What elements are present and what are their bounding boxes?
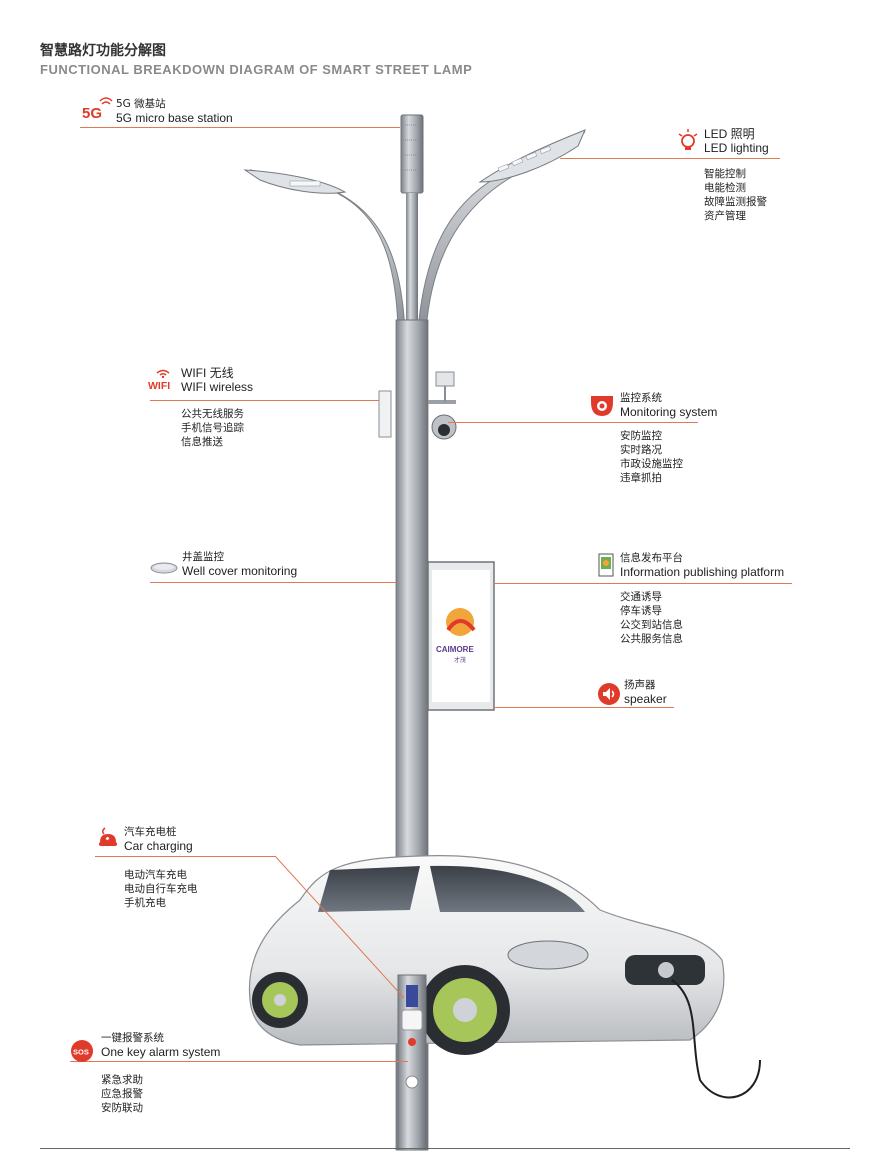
- led-detail-item: 电能检测: [704, 182, 746, 194]
- wifi-detail-item: 公共无线服务: [181, 408, 244, 420]
- led-label-en: LED lighting: [704, 141, 769, 155]
- info-platform-detail-item: 停车诱导: [620, 605, 662, 617]
- info-platform-detail-item: 公共服务信息: [620, 633, 683, 645]
- monitoring-label-en: Monitoring system: [620, 405, 718, 419]
- connector-car-charging: [95, 856, 275, 857]
- wifi-detail-item: 信息推送: [181, 436, 223, 448]
- car-charging-label-en: Car charging: [124, 839, 193, 853]
- alarm-label-cn: 一键报警系统: [101, 1032, 164, 1044]
- charging-icon: [97, 826, 119, 850]
- 5g-label-en: 5G micro base station: [116, 111, 233, 125]
- 5g-label: 5G 微基站 5G micro base station: [116, 97, 233, 125]
- lightbulb-icon: [677, 128, 699, 152]
- info-platform-label: 信息发布平台 Information publishing platform: [620, 551, 784, 579]
- billboard-brand-cn: 才茂: [454, 656, 466, 664]
- led-detail-item: 资产管理: [704, 210, 746, 222]
- billboard-brand: CAIMORE: [436, 645, 474, 654]
- wifi-icon: WIFI: [148, 366, 178, 392]
- connector-monitoring: [448, 422, 698, 423]
- info-platform-detail-item: 公交到站信息: [620, 619, 683, 631]
- wifi-details: 公共无线服务 手机信号追踪 信息推送: [181, 407, 244, 449]
- connector-alarm: [70, 1061, 408, 1062]
- well-cover-label-en: Well cover monitoring: [182, 564, 298, 578]
- led-label-cn: LED 照明: [704, 127, 755, 141]
- charging-post: [397, 974, 427, 1151]
- monitoring-detail-item: 违章抓拍: [620, 472, 662, 484]
- alarm-label: 一键报警系统 One key alarm system: [101, 1031, 220, 1059]
- led-detail-item: 智能控制: [704, 168, 746, 180]
- car-charging-detail-item: 电动汽车充电: [124, 869, 187, 881]
- billboard: CAIMORE 才茂: [427, 561, 495, 711]
- 5g-icon: 5G: [80, 96, 114, 122]
- lamp-arms: [243, 129, 586, 331]
- info-platform-detail-item: 交通诱导: [620, 591, 662, 603]
- 5g-antenna: [400, 114, 424, 333]
- speaker-label: 扬声器 speaker: [624, 678, 667, 706]
- monitoring-detail-item: 实时路况: [620, 444, 662, 456]
- alarm-detail-item: 安防联动: [101, 1102, 143, 1114]
- alarm-label-en: One key alarm system: [101, 1045, 221, 1059]
- led-details: 智能控制 电能检测 故障监测报警 资产管理: [704, 167, 767, 223]
- well-cover-label-cn: 井盖监控: [182, 551, 224, 563]
- well-cover-label: 井盖监控 Well cover monitoring: [182, 550, 297, 578]
- connector-speaker: [494, 707, 674, 708]
- speaker-label-cn: 扬声器: [624, 679, 656, 691]
- monitoring-detail-item: 市政设施监控: [620, 458, 683, 470]
- car-charging-detail-item: 电动自行车充电: [124, 883, 198, 895]
- car-charging-label-cn: 汽车充电桩: [124, 826, 177, 838]
- connector-5g: [80, 127, 400, 128]
- sos-icon: SOS: [70, 1039, 94, 1063]
- svg-text:WIFI: WIFI: [148, 380, 170, 392]
- wifi-label-en: WIFI wireless: [181, 380, 253, 394]
- car-charging-label: 汽车充电桩 Car charging: [124, 825, 193, 853]
- monitoring-camera: [428, 371, 457, 440]
- svg-text:SOS: SOS: [73, 1048, 89, 1057]
- monitoring-label: 监控系统 Monitoring system: [620, 391, 717, 419]
- info-platform-details: 交通诱导 停车诱导 公交到站信息 公共服务信息: [620, 590, 683, 646]
- bottom-divider: [40, 1148, 850, 1149]
- car-charging-detail-item: 手机充电: [124, 897, 166, 909]
- connector-led: [560, 158, 780, 159]
- speaker-label-en: speaker: [624, 692, 667, 706]
- page-title: 智慧路灯功能分解图: [40, 43, 166, 59]
- car-charging-details: 电动汽车充电 电动自行车充电 手机充电: [124, 868, 198, 910]
- 5g-label-cn: 5G 微基站: [116, 98, 166, 110]
- alarm-detail-item: 应急报警: [101, 1088, 143, 1100]
- alarm-details: 紧急求助 应急报警 安防联动: [101, 1073, 143, 1115]
- led-detail-item: 故障监测报警: [704, 196, 767, 208]
- monitoring-label-cn: 监控系统: [620, 392, 662, 404]
- wifi-device: [378, 390, 392, 438]
- info-platform-label-cn: 信息发布平台: [620, 552, 683, 564]
- wifi-label: WIFI 无线 WIFI wireless: [181, 366, 253, 394]
- wifi-detail-item: 手机信号追踪: [181, 422, 244, 434]
- svg-text:5G: 5G: [82, 105, 102, 122]
- info-platform-label-en: Information publishing platform: [620, 565, 785, 579]
- camera-icon: [589, 394, 615, 418]
- connector-info-platform: [494, 583, 792, 584]
- speaker-icon: [597, 682, 621, 706]
- led-label: LED 照明 LED lighting: [704, 127, 769, 155]
- wifi-label-cn: WIFI 无线: [181, 366, 234, 380]
- display-icon: [598, 553, 614, 577]
- connector-wifi: [150, 400, 379, 401]
- monitoring-detail-item: 安防监控: [620, 430, 662, 442]
- well-cover-icon: [150, 560, 178, 574]
- page-subtitle: FUNCTIONAL BREAKDOWN DIAGRAM OF SMART ST…: [40, 62, 473, 77]
- alarm-detail-item: 紧急求助: [101, 1074, 143, 1086]
- connector-well-cover: [150, 582, 396, 583]
- monitoring-details: 安防监控 实时路况 市政设施监控 违章抓拍: [620, 429, 683, 485]
